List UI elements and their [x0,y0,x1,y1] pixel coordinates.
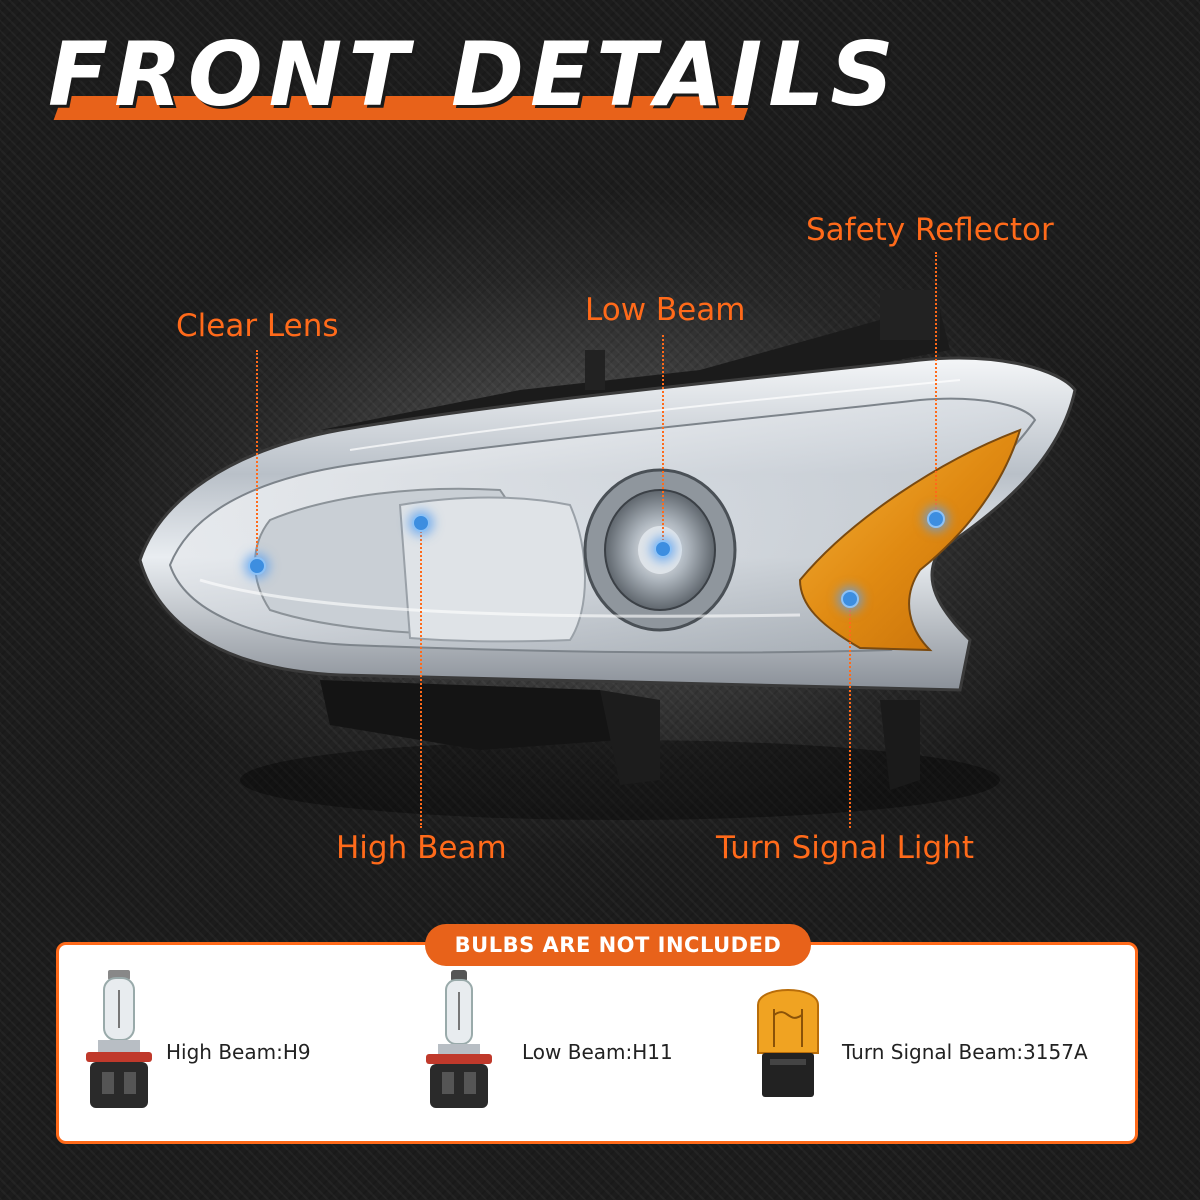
turn-signal-marker [841,590,859,608]
h9-bulb-label: High Beam:H9 [166,1040,311,1064]
high-beam-marker [412,514,430,532]
safety-reflector-label: Safety Reflector [806,212,1054,248]
page-title: FRONT DETAILS [48,20,894,140]
low-beam-label: Low Beam [585,292,746,328]
low-beam-marker [654,540,672,558]
high-beam-label: High Beam [336,830,507,866]
turn-signal-leader [849,606,851,828]
safety-reflector-marker [927,510,945,528]
headlight-image [138,290,1077,820]
safety-reflector-leader [935,252,937,516]
h9-bulb-icon [86,970,152,1108]
bulbs-not-included-banner: BULBS ARE NOT INCLUDED [425,924,811,966]
high-beam-leader [420,528,422,828]
bulbs-panel [56,942,1138,1144]
title-text: FRONT DETAILS [48,23,900,126]
clear-lens-label: Clear Lens [176,308,339,344]
low-beam-leader [662,335,664,545]
h11-bulb-label: Low Beam:H11 [522,1040,673,1064]
clear-lens-leader [256,350,258,562]
clear-lens-marker [248,557,266,575]
h11-bulb-icon [426,970,492,1108]
3157a-bulb-icon [757,989,819,1097]
turn-signal-label: Turn Signal Light [716,830,975,866]
3157a-bulb-label: Turn Signal Beam:3157A [842,1040,1088,1064]
